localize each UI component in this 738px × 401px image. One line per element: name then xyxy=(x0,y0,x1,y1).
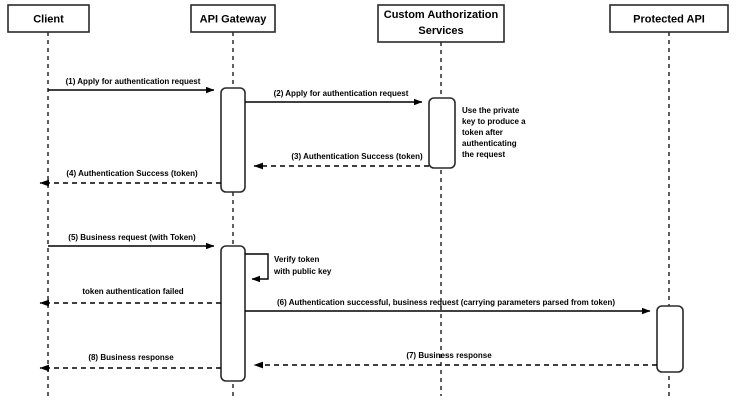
message-5[interactable]: (5) Business request (with Token) xyxy=(48,233,215,250)
note-private-key-line-5: the request xyxy=(462,150,505,159)
activation-protected-api xyxy=(656,305,684,373)
lifeline-box-protected-api xyxy=(609,4,729,33)
message-1-label: (1) Apply for authentication request xyxy=(66,77,201,86)
activation-bars-group xyxy=(220,87,684,382)
message-7-label: (7) Business response xyxy=(406,351,492,360)
lifeline-label-custom-authorization-services-line1: Custom Authorization xyxy=(384,9,499,21)
lifeline-headers-group: Client API Gateway Custom Authorization … xyxy=(7,4,729,43)
lifeline-label-custom-authorization-services-line2: Services xyxy=(418,25,463,37)
self-call-verify-token-arrow xyxy=(245,253,269,283)
note-verify-token-line-1: Verify token xyxy=(274,255,319,264)
message-8[interactable]: (8) Business response xyxy=(39,353,221,372)
lifeline-box-client xyxy=(7,4,90,33)
lifeline-header-protected-api[interactable]: Protected API xyxy=(609,4,729,33)
message-4-label: (4) Authentication Success (token) xyxy=(66,169,198,178)
note-private-key-line-4: authenticating xyxy=(462,139,517,148)
lifeline-box-api-gateway xyxy=(190,4,276,33)
activation-custom-authorization-services xyxy=(428,97,456,169)
message-1[interactable]: (1) Apply for authentication request xyxy=(48,77,215,94)
note-verify-token-line-2: with public key xyxy=(273,267,332,276)
lifeline-header-api-gateway[interactable]: API Gateway xyxy=(190,4,276,33)
message-4[interactable]: (4) Authentication Success (token) xyxy=(39,169,221,187)
message-3[interactable]: (3) Authentication Success (token) xyxy=(253,152,429,170)
activation-api-gateway-auth xyxy=(220,87,246,193)
message-7[interactable]: (7) Business response xyxy=(253,351,657,369)
message-3-label: (3) Authentication Success (token) xyxy=(291,152,423,161)
lifelines-group xyxy=(47,32,670,396)
lifeline-label-protected-api: Protected API xyxy=(633,13,705,25)
note-private-key-line-2: key to produce a xyxy=(462,117,526,126)
message-2-label: (2) Apply for authentication request xyxy=(274,89,409,98)
note-private-key-line-3: token after xyxy=(462,128,503,137)
message-token-authentication-failed-label: token authentication failed xyxy=(82,287,183,296)
activation-api-gateway-business xyxy=(220,245,246,382)
message-5-label: (5) Business request (with Token) xyxy=(68,233,196,242)
lifeline-label-api-gateway: API Gateway xyxy=(200,13,268,25)
lifeline-box-custom-authorization-services xyxy=(377,4,505,43)
self-call-verify-token[interactable]: Verify token with public key xyxy=(245,253,332,283)
message-6[interactable]: (6) Authentication successful, business … xyxy=(245,298,651,315)
message-8-label: (8) Business response xyxy=(88,353,174,362)
lifeline-header-client[interactable]: Client xyxy=(7,4,90,33)
lifeline-label-client: Client xyxy=(33,13,64,25)
note-private-key: Use the private key to produce a token a… xyxy=(462,106,526,159)
lifeline-header-custom-authorization-services[interactable]: Custom Authorization Services xyxy=(377,4,505,43)
message-6-label: (6) Authentication successful, business … xyxy=(277,298,615,307)
message-token-authentication-failed[interactable]: token authentication failed xyxy=(39,287,221,307)
note-private-key-line-1: Use the private xyxy=(462,106,520,115)
message-2[interactable]: (2) Apply for authentication request xyxy=(245,89,423,106)
